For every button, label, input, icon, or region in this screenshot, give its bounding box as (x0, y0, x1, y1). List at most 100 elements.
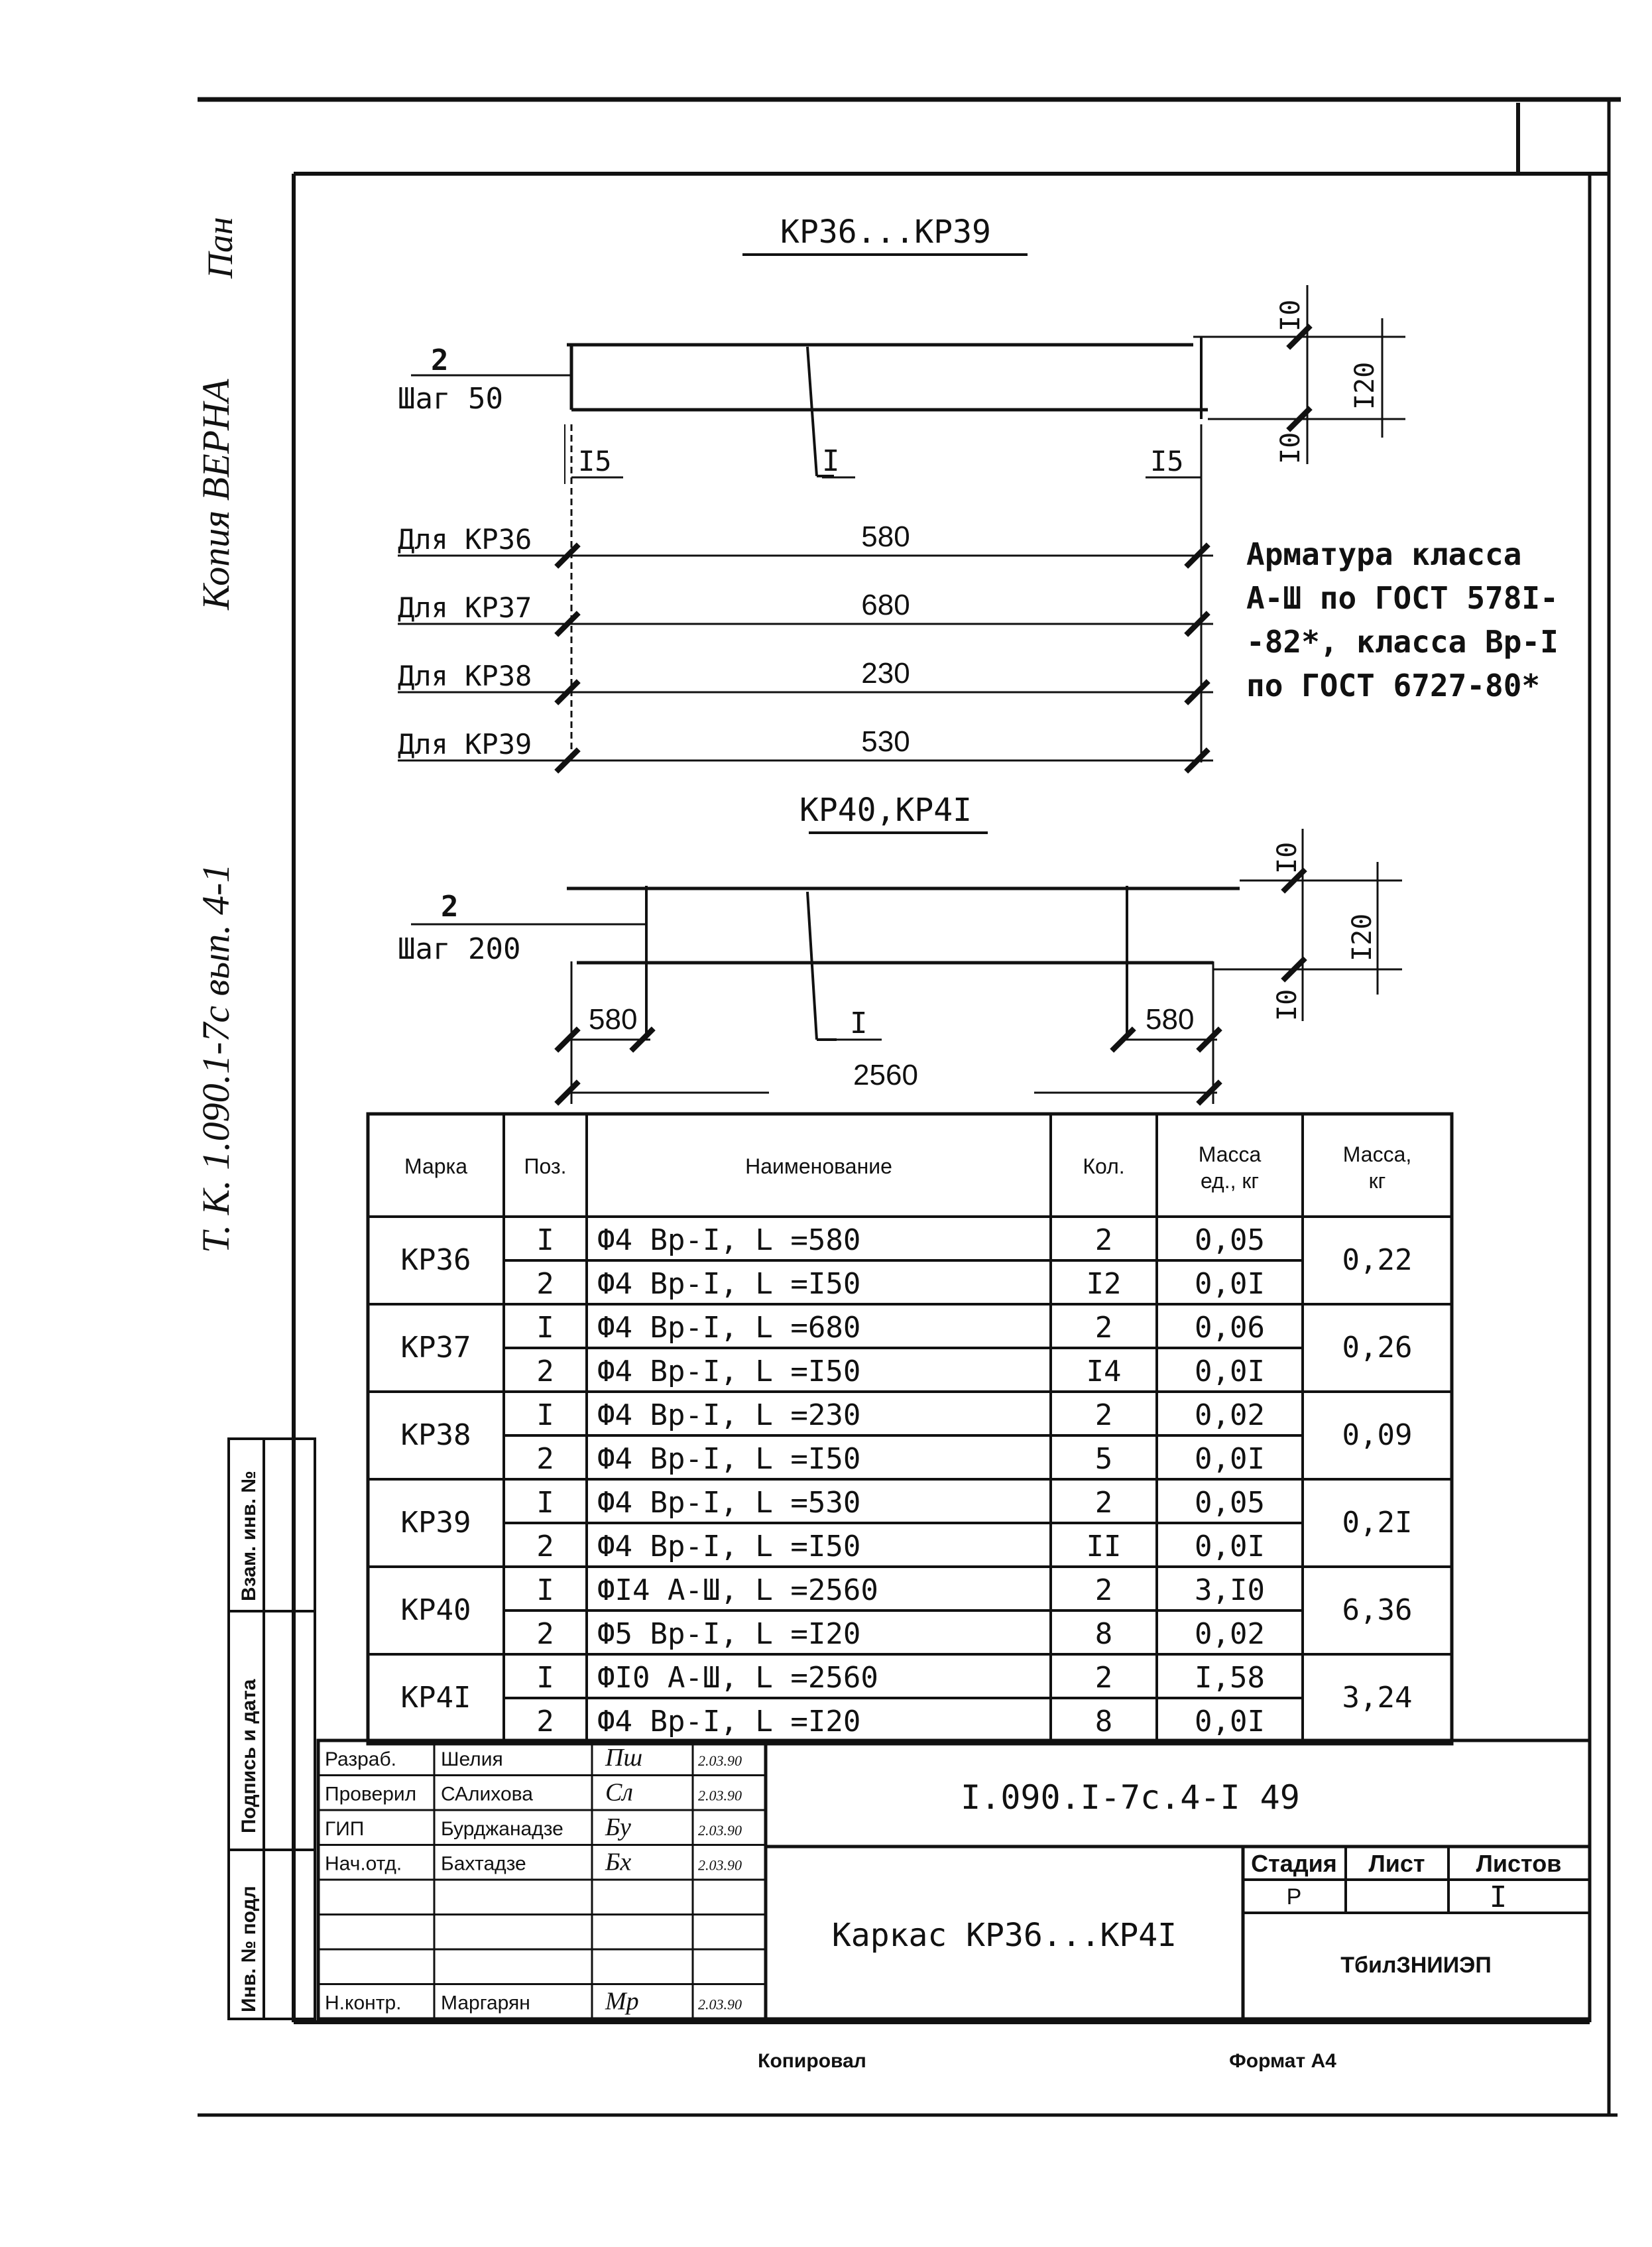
table-qty: 2 (1095, 1661, 1113, 1695)
table-qty: I4 (1087, 1355, 1122, 1388)
length-label: Для КР36 (398, 523, 532, 556)
table-mark: КР38 (401, 1418, 471, 1452)
table-qty: 8 (1095, 1705, 1113, 1738)
stage-value: Р (1287, 1884, 1302, 1910)
table-pos: I (536, 1573, 554, 1607)
drawing2-total: 2560 (853, 1059, 918, 1091)
table-pos: I (536, 1486, 554, 1520)
drawing1-left-offset: I5 (578, 445, 612, 477)
note-line: по ГОСТ 6727-80* (1246, 668, 1540, 703)
side-stamp-original: Инв. № подл (238, 1886, 260, 2012)
staff-role: Разраб. (325, 1748, 396, 1770)
staff-date: 2.03.90 (698, 1822, 742, 1839)
table-pos: I (536, 1223, 554, 1257)
staff-date: 2.03.90 (698, 1788, 742, 1804)
table-mark: КР37 (401, 1331, 471, 1365)
staff-date: 2.03.90 (698, 1857, 742, 1874)
table-header-cell: Наименование (745, 1154, 892, 1178)
margin-notes: Копия ВЕРНА Пан Т. К. 1.090.1-7с вып. 4-… (194, 217, 240, 1253)
table-qty: 8 (1095, 1617, 1113, 1651)
drawing2-title: КР40,КР4I (799, 792, 972, 829)
table-qty: 2 (1095, 1398, 1113, 1432)
note-line: А-Ш по ГОСТ 578I- (1246, 580, 1559, 616)
table-header-cell: Масса (1199, 1142, 1262, 1166)
drawing2-dim-bottom: I0 (1272, 989, 1303, 1021)
table-pos: I (536, 1661, 554, 1695)
table-name: Ф4 Вр-I, L =680 (597, 1311, 860, 1345)
staff-signature: Сл (605, 1779, 633, 1807)
note-line: Арматура класса (1246, 536, 1521, 572)
table-pos: I (536, 1311, 554, 1345)
sig-glyph: Пан (200, 217, 240, 279)
designation: I.090.I-7с.4-I 49 (961, 1778, 1300, 1817)
length-label: Для КР38 (398, 660, 532, 692)
table-name: Ф5 Вр-I, L =I20 (597, 1617, 860, 1651)
length-value: 680 (861, 589, 910, 621)
table-mark: КР36 (401, 1243, 471, 1277)
table-name: Ф4 Вр-I, L =I20 (597, 1705, 860, 1738)
note-line: -82*, класса Вр-I (1246, 624, 1559, 660)
length-value: 580 (861, 520, 910, 553)
drawing2-pos2: 2 (441, 890, 459, 924)
table-pos: 2 (536, 1617, 554, 1651)
sheets-label: Листов (1476, 1850, 1562, 1877)
table-pos: 2 (536, 1267, 554, 1301)
table-pos: 2 (536, 1355, 554, 1388)
sheet-frame (198, 97, 1621, 2117)
stage-label: Стадия (1251, 1850, 1337, 1877)
table-unit-mass: 0,0I (1195, 1355, 1265, 1388)
table-header-cell: Поз. (524, 1154, 567, 1178)
copy-stamp: Копия ВЕРНА (194, 379, 237, 611)
staff-name: САлихова (441, 1784, 533, 1805)
sheets-value: I (1490, 1880, 1507, 1914)
table-name: ФI4 А-Ш, L =2560 (597, 1573, 878, 1607)
table-total-mass: 3,24 (1342, 1681, 1413, 1715)
table-unit-mass: 0,0I (1195, 1705, 1265, 1738)
drawing1-title: КР36...КР39 (780, 213, 991, 251)
side-stamp-column (227, 1437, 316, 2020)
table-pos: 2 (536, 1530, 554, 1563)
side-stamp-replaced: Взам. инв. № (238, 1471, 260, 1601)
table-name: Ф4 Вр-I, L =530 (597, 1486, 860, 1520)
drawing1-dim-bottom: I0 (1275, 432, 1306, 464)
drawing2-left-dim: 580 (589, 1003, 637, 1036)
drawing1-dim-total: I20 (1350, 362, 1380, 410)
table-name: Ф4 Вр-I, L =I50 (597, 1267, 860, 1301)
table-qty: I2 (1087, 1267, 1122, 1301)
table-qty: 2 (1095, 1573, 1113, 1607)
drawing2-right-dim: 580 (1146, 1003, 1194, 1036)
drawing2-step: Шаг 200 (398, 932, 520, 966)
table-total-mass: 0,26 (1342, 1331, 1413, 1365)
table-unit-mass: 0,05 (1195, 1486, 1265, 1520)
staff-name: Маргарян (441, 1992, 530, 2014)
drawing-kr40-kr41: КР40,КР4I I0 I20 I0 2 Шаг 200 I (398, 792, 1402, 1106)
staff-name: Бурджанадзе (441, 1818, 563, 1840)
length-label: Для КР37 (398, 591, 532, 624)
drawing2-pos1: I (850, 1006, 868, 1040)
table-header-cell: Кол. (1083, 1154, 1124, 1178)
table-name: Ф4 Вр-I, L =580 (597, 1223, 860, 1257)
staff-signature: Мр (605, 1988, 639, 2016)
table-qty: 5 (1095, 1442, 1113, 1476)
table-unit-mass: 0,02 (1195, 1398, 1265, 1432)
drawing1-pos1: I (822, 444, 840, 478)
table-unit-mass: 0,05 (1195, 1223, 1265, 1257)
table-qty: 2 (1095, 1223, 1113, 1257)
table-header-cell: Марка (404, 1154, 467, 1178)
table-total-mass: 0,2I (1342, 1506, 1413, 1540)
drawing1-step: Шаг 50 (398, 382, 503, 416)
table-pos: 2 (536, 1442, 554, 1476)
staff-name: Шелия (441, 1748, 503, 1770)
staff-date: 2.03.90 (698, 1996, 742, 2013)
staff-role: Проверил (325, 1784, 416, 1805)
series-reference: Т. К. 1.090.1-7с вып. 4-1 (194, 864, 237, 1253)
table-qty: 2 (1095, 1486, 1113, 1520)
table-name: Ф4 Вр-I, L =I50 (597, 1355, 860, 1388)
staff-role: Нач.отд. (325, 1853, 402, 1875)
staff-signature: Бу (605, 1813, 631, 1841)
table-pos: 2 (536, 1705, 554, 1738)
side-stamp-signature-date: Подпись и дата (238, 1679, 260, 1833)
